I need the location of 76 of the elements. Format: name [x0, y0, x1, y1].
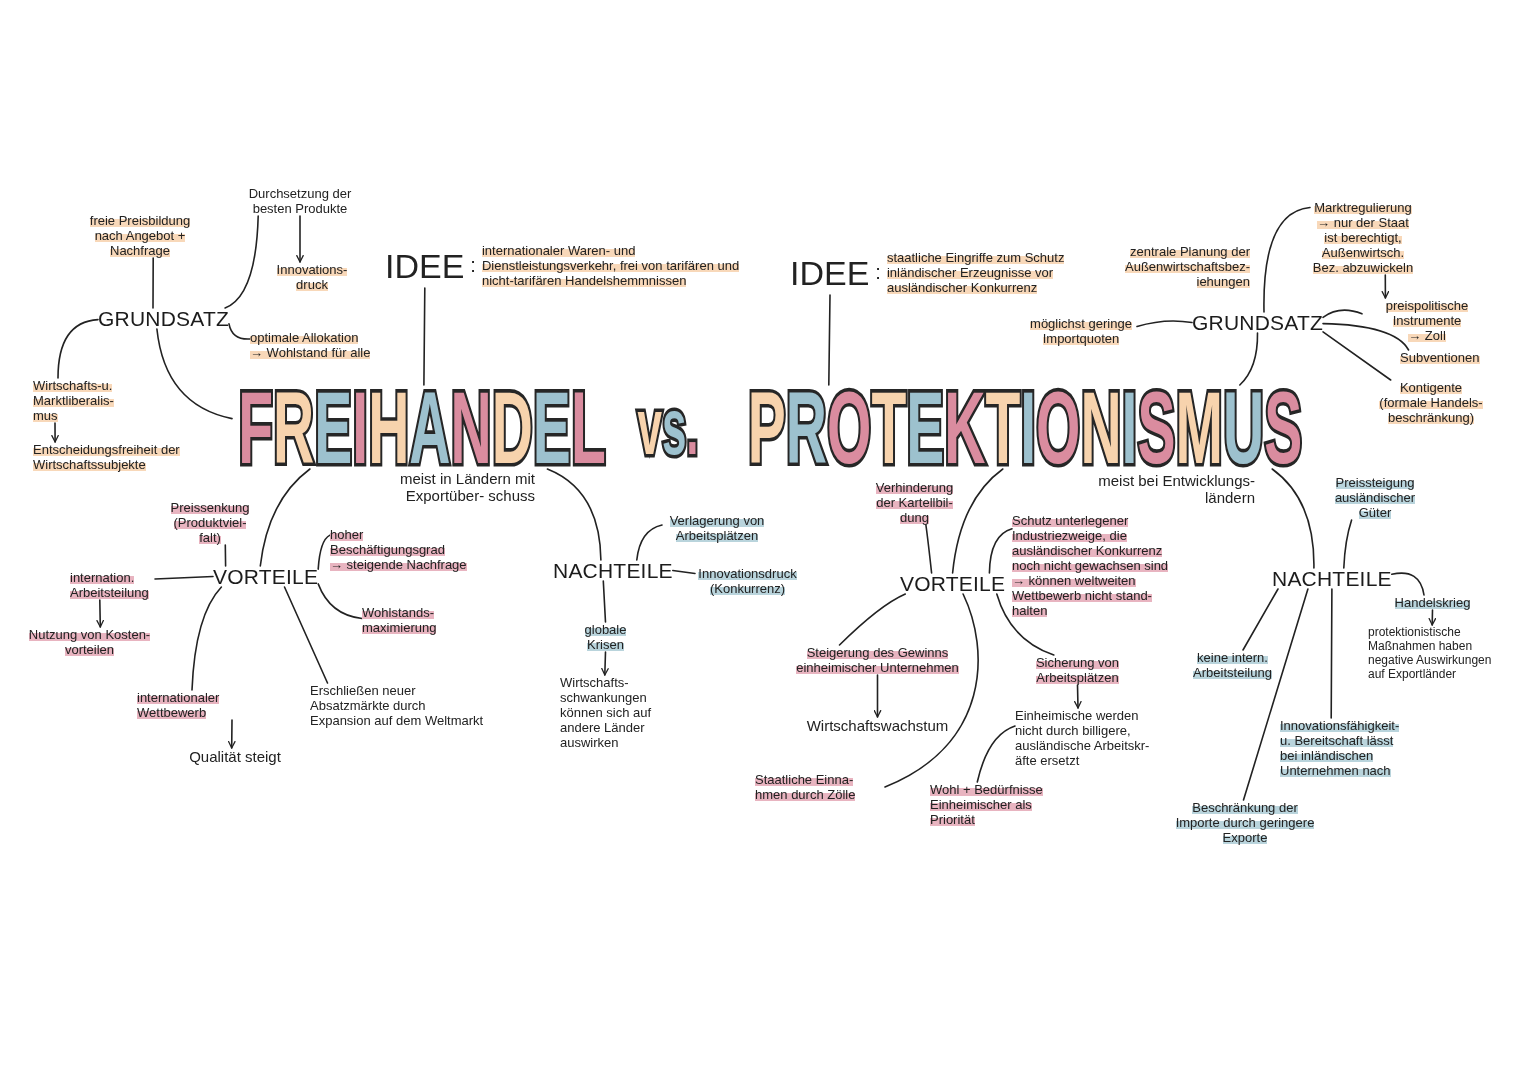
arrow [1428, 609, 1437, 626]
connector-line [1242, 588, 1309, 801]
connector-line [191, 586, 223, 691]
arrow [227, 719, 236, 749]
connector-line [317, 583, 363, 620]
connector-line [602, 580, 607, 623]
connector-line [1330, 588, 1333, 719]
connector-line [423, 287, 426, 386]
branch-heading: GRUNDSATZ [98, 308, 229, 329]
connector-line [828, 294, 831, 386]
side-note: meist in Ländern mit Exportüber- schuss [398, 470, 535, 504]
note-text: Erschließen neuer Absatzmärkte durch Expansion auf dem Weltmarkt [310, 683, 485, 728]
connector-line [1239, 332, 1259, 386]
connector-line [1322, 331, 1392, 381]
branch-heading: VORTEILE [900, 573, 1006, 594]
note-text: Steigerung des Gewinns einheimischer Unternehmen [795, 645, 960, 675]
idea-description: internationaler Waren- und Dienstleistungsverkehr, frei von tarifären und nicht-tarifären Handelshemmnissen [481, 243, 741, 288]
note-text: Einheimische werden nicht durch billigere, ausländische Arbeitskr- äfte ersetzt [1015, 708, 1165, 768]
idea-heading: IDEE [790, 256, 870, 290]
connector-line [1391, 572, 1425, 596]
connector-line [636, 524, 663, 561]
connector-line [317, 534, 331, 570]
title-word: FREIHANDEL [232, 385, 612, 469]
connector-line [224, 544, 227, 567]
connector-line [1271, 468, 1315, 569]
connector-line [996, 593, 1055, 656]
side-note: meist bei Entwicklungs- ländern [1097, 472, 1255, 506]
note-text: Wirtschaftswachstum [800, 717, 955, 734]
note-text: Wirtschafts- schwankungen können sich auf andere Länder auswirken [560, 675, 672, 750]
branch-heading: VORTEILE [213, 566, 319, 587]
arrow [296, 215, 304, 263]
connector-line [1136, 320, 1193, 328]
connector-line [1343, 519, 1353, 569]
arrow [601, 651, 609, 676]
connector-line [224, 215, 259, 309]
connector-line [988, 528, 1013, 574]
connector-line [1263, 206, 1311, 313]
connector-line [228, 323, 251, 340]
arrow [1074, 684, 1082, 709]
connector-line [1242, 588, 1279, 651]
colon-separator: : [875, 262, 881, 282]
connector-line [152, 257, 154, 309]
connector-line [925, 524, 933, 574]
note-text: Kontigente (formale Handels- beschränkung) [1378, 380, 1484, 425]
note-text: protektionistische Maßnahmen haben negative Auswirkungen auf Exportländer [1368, 625, 1506, 681]
connector-line [156, 328, 233, 420]
connector-line [884, 593, 979, 788]
branch-heading: NACHTEILE [1272, 568, 1392, 589]
arrow [1381, 274, 1390, 299]
connector-line [1322, 322, 1410, 351]
title-word: PROTEKTIONISMUS [725, 385, 1325, 469]
connector-line [259, 468, 311, 567]
connector-line [154, 575, 214, 580]
connector-line [838, 593, 907, 646]
idea-heading: IDEE [385, 249, 465, 283]
connector-line [951, 468, 1004, 574]
connector-line [976, 725, 1016, 783]
branch-heading: GRUNDSATZ [1192, 312, 1323, 333]
connector-line [546, 468, 602, 561]
note-text: optimale Allokation → Wohlstand für alle [250, 330, 390, 360]
arrow [96, 599, 104, 628]
connector-line [57, 318, 99, 379]
branch-heading: NACHTEILE [553, 560, 673, 581]
note-text: Qualität steigt [180, 748, 290, 765]
note-text: preispolitische Instrumente → Zoll [1362, 298, 1492, 343]
note-text: Innovationsdruck (Konkurrenz) [695, 566, 800, 596]
idea-description: staatliche Eingriffe zum Schutz inländischer Erzeugnisse vor ausländischer Konkurrenz [886, 250, 1066, 295]
connector-line [1322, 309, 1363, 319]
arrow [873, 674, 882, 718]
note-text: Durchsetzung der besten Produkte [245, 186, 355, 216]
note-text: Marktregulierung → nur der Staat ist berechtigt, Außenwirtsch. Bez. abzuwickeln [1310, 200, 1416, 275]
arrow [51, 422, 59, 443]
connector-line [672, 569, 696, 575]
colon-separator: : [470, 255, 476, 275]
title-separator: vs. [636, 410, 700, 456]
connector-line [283, 586, 329, 684]
